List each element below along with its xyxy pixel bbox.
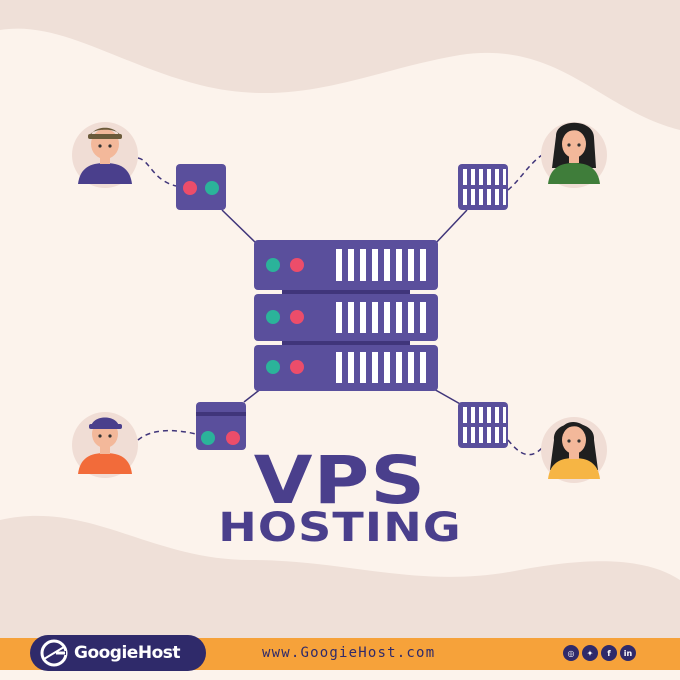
led-green	[266, 258, 280, 272]
avatar-woman-green	[541, 122, 607, 188]
dashed-links	[137, 154, 543, 456]
mini-server-grill-icon	[458, 402, 508, 448]
led-green	[266, 360, 280, 374]
social-links: ◎ ✦ f in	[563, 645, 636, 661]
headline-subtitle: HOSTING	[218, 505, 462, 551]
led-red	[290, 258, 304, 272]
avatar-man-orange	[72, 412, 138, 478]
headline-title: VPS	[253, 442, 427, 519]
server-unit	[254, 294, 438, 341]
facebook-icon[interactable]: f	[601, 645, 617, 661]
brand-pill[interactable]: GoogieHost	[30, 635, 206, 671]
server-unit	[254, 345, 438, 391]
server-stack	[254, 240, 438, 391]
mini-server-grill-icon	[458, 164, 508, 210]
led-red	[290, 310, 304, 324]
server-unit	[254, 240, 438, 290]
website-url[interactable]: www.GoogieHost.com	[262, 645, 436, 661]
led-red	[290, 360, 304, 374]
background-blob-top	[0, 0, 680, 130]
brand-name: GoogieHost	[74, 643, 181, 663]
mini-server-led-icon	[176, 164, 226, 210]
mini-server-card-icon	[196, 402, 246, 450]
avatar-man-cap	[72, 122, 138, 188]
led-green	[266, 310, 280, 324]
linkedin-icon[interactable]: in	[620, 645, 636, 661]
avatar-woman-yellow	[541, 417, 607, 483]
instagram-icon[interactable]: ◎	[563, 645, 579, 661]
background-blob-bottom	[0, 515, 680, 640]
twitter-icon[interactable]: ✦	[582, 645, 598, 661]
googiehost-logo-icon	[40, 639, 68, 667]
